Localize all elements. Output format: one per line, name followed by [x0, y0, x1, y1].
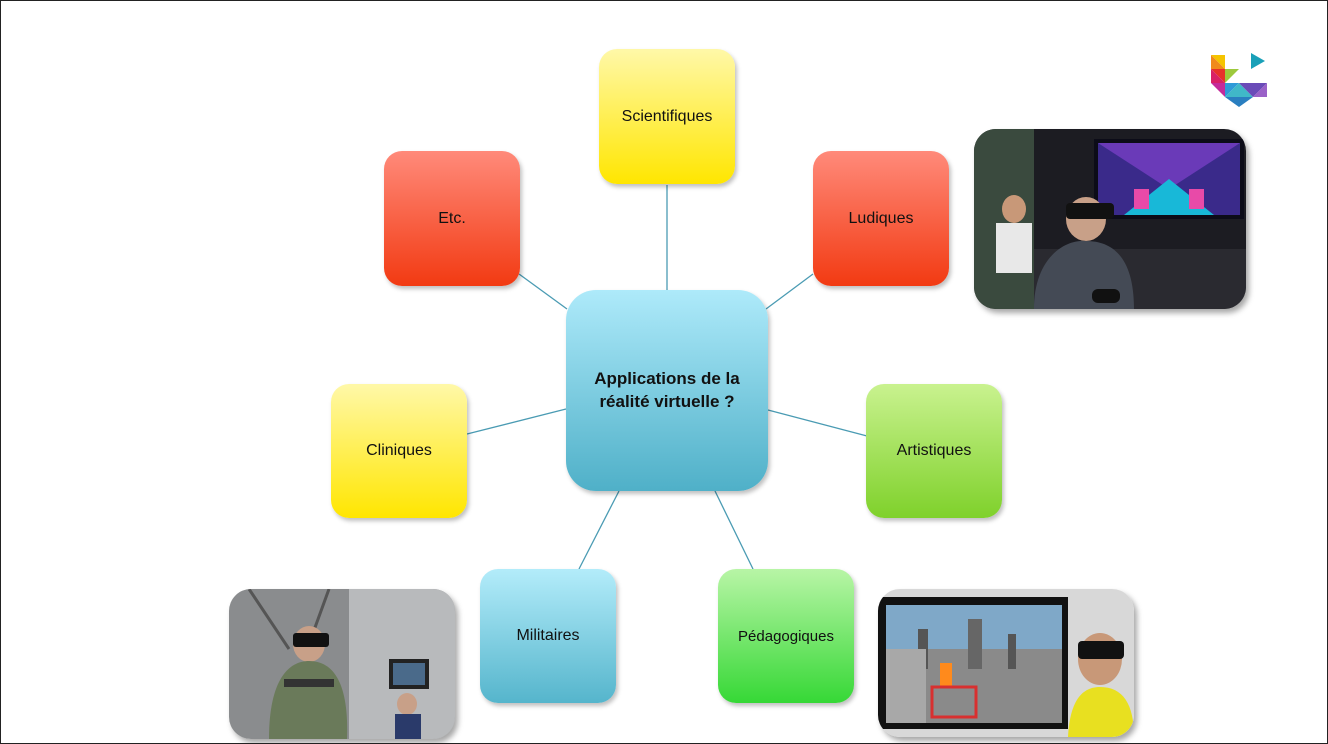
node-label: Ludiques — [848, 209, 914, 227]
node-label: Artistiques — [896, 442, 972, 459]
node-militaires: Militaires — [480, 569, 616, 703]
vr-industrial-training-photo — [878, 589, 1134, 737]
link-militaires — [578, 490, 620, 570]
center-label: Applications de la réalité virtuelle ? — [594, 369, 740, 411]
link-ludiques — [765, 273, 814, 310]
node-label: Scientifiques — [621, 107, 713, 125]
node-label: Militaires — [516, 627, 580, 644]
node-label: Pédagogiques — [738, 627, 834, 645]
center-node: Applications de la réalité virtuelle ? — [566, 290, 768, 491]
link-artistiques — [767, 409, 868, 437]
link-pedagogiques — [714, 490, 754, 570]
node-cliniques: Cliniques — [331, 384, 467, 518]
node-etc: Etc. — [384, 151, 520, 286]
node-pedagogiques: Pédagogiques — [718, 569, 854, 703]
link-etc — [518, 273, 568, 310]
node-label: Cliniques — [366, 442, 432, 459]
node-label: Etc. — [438, 209, 466, 227]
vr-military-parachute-photo — [229, 589, 455, 739]
vr-gaming-photo — [974, 129, 1246, 309]
node-artistiques: Artistiques — [866, 384, 1002, 518]
node-scientifiques: Scientifiques — [599, 49, 735, 184]
node-ludiques: Ludiques — [813, 151, 949, 286]
university-logo — [1211, 53, 1267, 107]
link-cliniques — [466, 408, 567, 435]
